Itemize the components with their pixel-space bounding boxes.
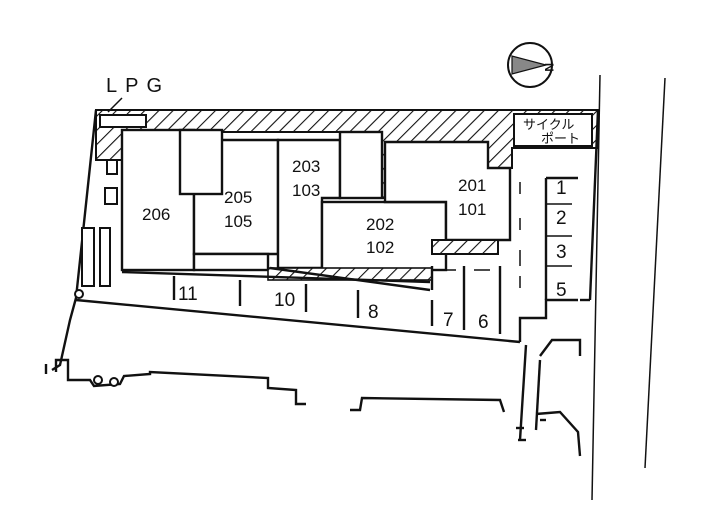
road-outline [54,358,306,406]
parking-space-7: 7 [443,310,454,331]
parking-space-8: 8 [368,302,379,323]
road-marker [93,375,103,385]
post-marker [74,289,84,299]
drive-line [269,266,431,292]
parking-space-1: 1 [556,178,567,199]
road-marker-2 [109,377,119,387]
compass-arrow-icon [511,55,549,75]
parking-space-5: 5 [556,280,567,301]
road-line-2 [644,77,666,469]
parking-space-11: 11 [178,284,198,305]
cycle-port-label-1: サイクル [523,117,574,132]
parking-space-6: 6 [478,312,489,333]
building-201-101 [383,140,512,242]
parking-space-3: 3 [556,242,567,263]
bottom-edge [75,298,521,344]
lower-right-post [518,344,528,441]
unit-202-label: 202 [366,215,394,234]
building-205-annex [178,128,224,196]
unit-101-label: 101 [458,200,486,219]
lpg-tank [99,114,147,128]
unit-103-label: 103 [292,181,320,200]
compass-north-label: N [542,63,556,72]
unit-205-label: 205 [224,188,252,207]
unit-206-label: 206 [142,205,170,224]
hatch-strip-201 [431,239,499,255]
unit-201-label: 201 [458,176,486,195]
front-line [121,270,431,284]
building-202-102 [320,200,448,272]
lower-right-wall [518,298,578,342]
lower-right-post-2 [534,359,542,431]
lpg-leader [107,97,123,113]
road-outline-2 [350,396,506,413]
cycle-port-label-2: ポート [541,131,580,146]
parking-space-2: 2 [556,208,567,229]
meter-box-2 [104,187,118,205]
building-203-annex [338,130,384,200]
unit-102-label: 102 [366,238,394,257]
meter-box-1 [106,159,118,175]
unit-203-label: 203 [292,157,320,176]
building-205-lower [192,252,270,272]
bench-2 [99,227,111,287]
lpg-label: LPG [106,75,170,97]
cycle-port [513,113,593,147]
parking-space-10: 10 [274,290,295,311]
unit-105-label: 105 [224,212,252,231]
lower-right-corner [535,410,582,457]
compass: N [507,42,556,88]
bench-1 [81,227,95,287]
right-edge [588,109,600,301]
lower-right-step [539,338,582,357]
